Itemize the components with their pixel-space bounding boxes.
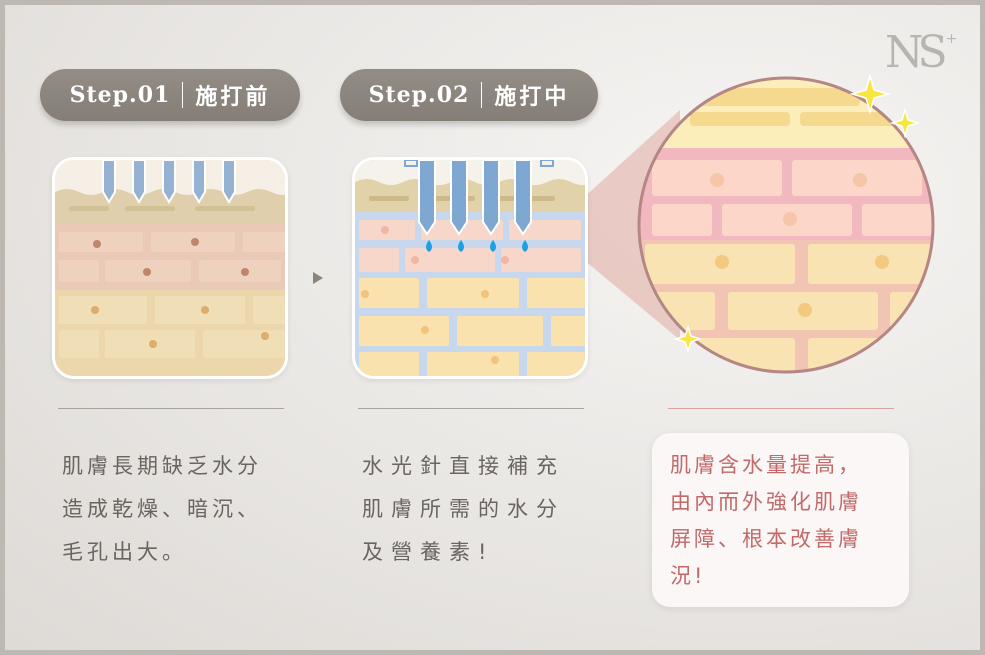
pill-separator xyxy=(481,82,483,108)
divider-line xyxy=(668,408,894,409)
step-01-pill: Step.01 施打前 xyxy=(40,69,300,121)
step-01-description: 肌膚長期缺乏水分 造成乾燥、暗沉、 毛孔出大。 xyxy=(62,454,262,564)
divider-line xyxy=(358,408,584,409)
step-02-title: 施打中 xyxy=(494,85,570,110)
step-01-label: Step.01 xyxy=(69,82,171,108)
brand-logo: NS+ xyxy=(885,27,958,78)
pill-separator xyxy=(182,82,184,108)
result-card: 肌膚含水量提高， 由內而外強化肌膚 屏障、根本改善膚 況! xyxy=(652,433,909,607)
next-arrow-icon xyxy=(313,272,323,284)
step-02-description: 水光針直接補充 肌膚所需的水分 及營養素! xyxy=(362,454,565,564)
step-02-pill: Step.02 施打中 xyxy=(340,69,598,121)
skin-during-illustration xyxy=(352,157,588,379)
skin-before-illustration xyxy=(52,157,288,379)
divider-line xyxy=(58,408,284,409)
step-01-title: 施打前 xyxy=(195,85,271,110)
result-description: 肌膚含水量提高， 由內而外強化肌膚 屏障、根本改善膚 況! xyxy=(670,453,862,588)
step-02-label: Step.02 xyxy=(368,82,470,108)
